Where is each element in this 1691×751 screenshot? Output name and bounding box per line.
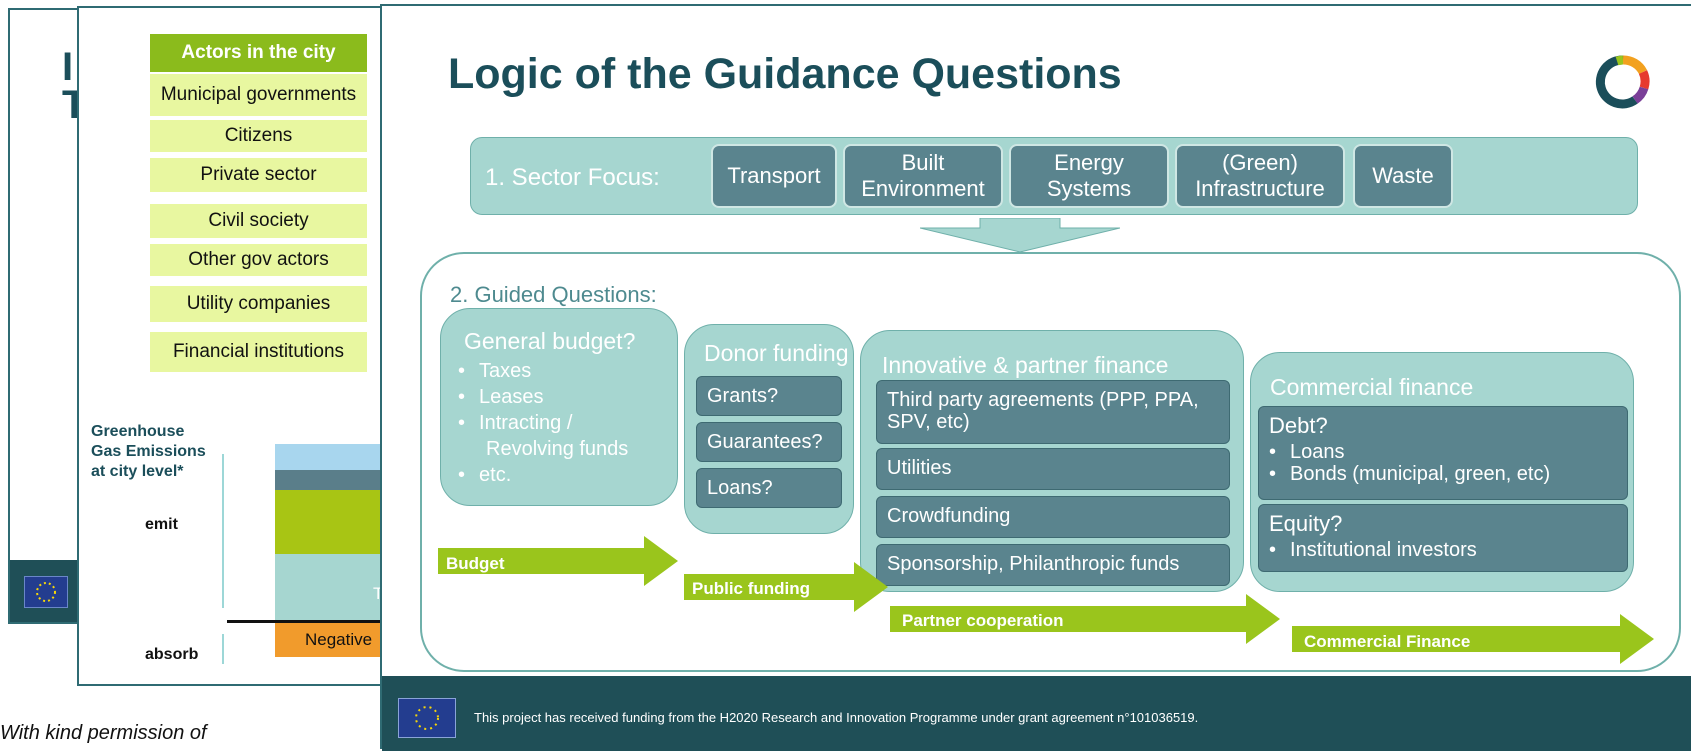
innovative-finance-title: Innovative & partner finance — [882, 352, 1169, 378]
actor-private-sector: Private sector — [150, 158, 367, 192]
donor-funding-title: Donor funding — [704, 340, 849, 366]
ghg-label-line-1: Greenhouse — [91, 423, 185, 440]
sector-waste[interactable]: Waste — [1353, 144, 1453, 208]
sector-focus-label: 1. Sector Focus: — [485, 164, 660, 191]
sector-built-environment[interactable]: Built Environment — [843, 144, 1003, 208]
zero-line — [227, 620, 405, 623]
ghg-label-line-3: at city level* — [91, 463, 184, 480]
sector-transport[interactable]: Transport — [711, 144, 837, 208]
list-item: Bonds (municipal, green, etc) — [1269, 463, 1617, 485]
guided-questions-label: 2. Guided Questions: — [450, 282, 657, 307]
list-item: Taxes — [458, 358, 664, 384]
innovative-sponsorship: Sponsorship, Philanthropic funds — [876, 544, 1230, 586]
front-slide: Logic of the Guidance Questions 1. Secto… — [380, 4, 1691, 751]
funding-notice: This project has received funding from t… — [474, 710, 1199, 725]
actor-civil-society: Civil society — [150, 204, 367, 238]
middle-slide: Actors in the city Municipal governments… — [77, 6, 407, 686]
general-budget-title: General budget? — [464, 328, 636, 354]
actor-municipal-governments: Municipal governments — [150, 74, 367, 116]
general-budget-list: Taxes Leases Intracting / Revolving fund… — [458, 358, 664, 488]
list-item: Leases — [458, 384, 664, 410]
emit-label: emit — [145, 516, 178, 533]
commercial-equity-box: Equity? Institutional investors — [1258, 504, 1628, 572]
actors-header: Actors in the city — [150, 34, 367, 72]
negative-label: Negative — [305, 630, 373, 649]
donor-guarantees: Guarantees? — [696, 422, 842, 462]
budget-arrow — [438, 536, 678, 586]
ghg-label: Greenhouse Gas Emissions at city level* — [91, 422, 206, 482]
donor-loans: Loans? — [696, 468, 842, 508]
sector-green-infrastructure[interactable]: (Green) Infrastructure — [1175, 144, 1345, 208]
actor-utility-companies: Utility companies — [150, 286, 367, 322]
public-funding-arrow-label: Public funding — [692, 579, 811, 598]
absorb-arrow — [222, 634, 224, 664]
back-title-line-1: I — [62, 45, 74, 89]
public-funding-arrow — [684, 562, 888, 612]
ring-logo-icon — [1595, 55, 1650, 109]
emit-arrow — [222, 454, 224, 608]
equity-title: Equity? — [1269, 511, 1343, 536]
commercial-finance-arrow-label: Commercial Finance — [1304, 632, 1471, 651]
equity-list: Institutional investors — [1269, 539, 1617, 561]
list-item: Institutional investors — [1269, 539, 1617, 561]
absorb-label: absorb — [145, 646, 199, 663]
innovative-third-party: Third party agreements (PPP, PPA, SPV, e… — [876, 380, 1230, 444]
emission-bar-slate — [275, 470, 405, 490]
permission-caption: With kind permission of — [0, 722, 207, 744]
ghg-label-line-2: Gas Emissions — [91, 443, 206, 460]
slide-title: Logic of the Guidance Questions — [448, 50, 1122, 98]
bar-truncated-label: T — [373, 584, 384, 603]
innovative-utilities: Utilities — [876, 448, 1230, 490]
actor-other-gov: Other gov actors — [150, 244, 367, 276]
slide-footer: This project has received funding from t… — [382, 676, 1691, 751]
sector-energy-systems[interactable]: Energy Systems — [1009, 144, 1169, 208]
commercial-finance-title: Commercial finance — [1270, 374, 1474, 400]
eu-flag-icon — [24, 576, 68, 608]
partner-cooperation-arrow-label: Partner cooperation — [902, 611, 1064, 630]
partner-cooperation-arrow — [890, 594, 1280, 644]
sector-focus-band: 1. Sector Focus: Transport Built Environ… — [470, 137, 1638, 215]
actor-citizens: Citizens — [150, 120, 367, 152]
list-item: Intracting / Revolving funds — [458, 410, 664, 462]
commercial-finance-arrow — [1292, 614, 1654, 664]
budget-arrow-label: Budget — [446, 554, 505, 573]
innovative-crowdfunding: Crowdfunding — [876, 496, 1230, 538]
donor-grants: Grants? — [696, 376, 842, 416]
actor-financial-institutions: Financial institutions — [150, 332, 367, 372]
list-item: etc. — [458, 462, 664, 488]
eu-flag-icon — [398, 698, 456, 738]
debt-title: Debt? — [1269, 413, 1328, 438]
debt-list: Loans Bonds (municipal, green, etc) — [1269, 441, 1617, 485]
list-item: Loans — [1269, 441, 1617, 463]
down-arrow-icon — [920, 218, 1120, 252]
commercial-debt-box: Debt? Loans Bonds (municipal, green, etc… — [1258, 406, 1628, 500]
